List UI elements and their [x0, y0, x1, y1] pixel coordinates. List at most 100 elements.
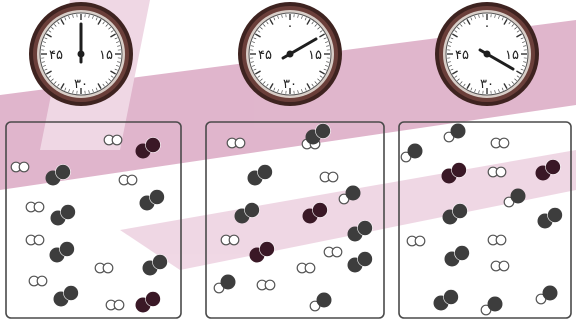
dark-atom	[444, 290, 459, 305]
light-atom	[127, 175, 137, 185]
light-pair-particle	[29, 276, 47, 286]
dark-atom	[358, 221, 373, 236]
dark-atom	[56, 165, 71, 180]
light-pair-particle	[324, 247, 342, 257]
light-pair-particle	[106, 300, 124, 310]
clock-hub	[78, 51, 85, 58]
clock-label-left: ۴۵	[258, 48, 272, 63]
clock-label-bottom: ۳۰	[283, 77, 297, 92]
mixed-pair-particle	[310, 293, 331, 311]
light-pair-particle	[407, 236, 425, 246]
dark-atom	[548, 208, 563, 223]
dark-atom	[150, 190, 165, 205]
dark-atom	[153, 255, 168, 270]
dark-atom	[61, 205, 76, 220]
clock-label-right: ۱۵	[505, 48, 519, 63]
dark-atom	[260, 242, 275, 257]
light-pair-particle	[257, 280, 275, 290]
light-atom	[34, 202, 44, 212]
dark-atom	[317, 293, 332, 308]
dark-atom	[60, 242, 75, 257]
light-atom	[235, 138, 245, 148]
light-pair-particle	[26, 202, 44, 212]
dark-pair-particle	[445, 246, 470, 267]
mixed-pair-particle	[481, 297, 502, 315]
dark-atom	[511, 189, 526, 204]
dark-atom	[453, 204, 468, 219]
light-atom	[415, 236, 425, 246]
clock-hub	[484, 51, 491, 58]
clock-label-left: ۴۵	[49, 48, 63, 63]
mixed-pair-particle	[401, 144, 422, 162]
dark-atom	[316, 124, 331, 139]
light-pair-particle	[26, 235, 44, 245]
dark-pair-particle	[136, 292, 161, 313]
dark-pair-particle	[348, 252, 373, 273]
mixed-pair-particle	[444, 124, 465, 142]
clock-label-left: ۴۵	[455, 48, 469, 63]
dark-atom	[543, 286, 558, 301]
light-atom	[332, 247, 342, 257]
light-pair-particle	[320, 172, 338, 182]
clock-label-right: ۱۵	[308, 48, 322, 63]
light-atom	[265, 280, 275, 290]
dark-atom	[346, 186, 361, 201]
dark-atom	[313, 203, 328, 218]
light-pair-particle	[119, 175, 137, 185]
watermark-band-lower	[120, 150, 576, 270]
light-atom	[34, 235, 44, 245]
light-atom	[19, 162, 29, 172]
light-atom	[499, 138, 509, 148]
light-pair-particle	[104, 135, 122, 145]
dark-pair-particle	[51, 205, 76, 226]
light-pair-particle	[297, 263, 315, 273]
clock-label-right: ۱۵	[99, 48, 113, 63]
light-atom	[496, 235, 506, 245]
light-pair-particle	[221, 235, 239, 245]
dark-atom	[488, 297, 503, 312]
dark-pair-particle	[248, 165, 273, 186]
clock-label-top: ۰	[287, 19, 294, 34]
dark-atom	[358, 252, 373, 267]
mixed-pair-particle	[536, 286, 557, 304]
dark-atom	[258, 165, 273, 180]
clock-hub	[287, 51, 294, 58]
dark-atom	[455, 246, 470, 261]
light-pair-particle	[11, 162, 29, 172]
clocks: ۰۱۵۳۰۴۵۰۱۵۳۰۴۵۰۱۵۳۰۴۵	[29, 2, 539, 106]
light-atom	[37, 276, 47, 286]
clock-label-bottom: ۳۰	[74, 77, 88, 92]
light-pair-particle	[488, 167, 506, 177]
light-atom	[112, 135, 122, 145]
light-atom	[229, 235, 239, 245]
dark-pair-particle	[140, 190, 165, 211]
dark-atom	[146, 292, 161, 307]
light-atom	[114, 300, 124, 310]
dark-pair-particle	[143, 255, 168, 276]
clock-3: ۰ ۱۵ ۳۰ ۴۵	[435, 2, 539, 106]
dark-pair-particle	[538, 208, 563, 229]
dark-atom	[451, 124, 466, 139]
clock-label-bottom: ۳۰	[480, 77, 494, 92]
dark-pair-particle	[54, 286, 79, 307]
dark-atom	[546, 160, 561, 175]
light-atom	[305, 263, 315, 273]
light-pair-particle	[491, 261, 509, 271]
light-pair-particle	[491, 138, 509, 148]
dark-pair-particle	[50, 242, 75, 263]
dark-atom	[452, 163, 467, 178]
dark-atom	[146, 138, 161, 153]
light-pair-particle	[95, 263, 113, 273]
dark-atom	[245, 203, 260, 218]
light-atom	[496, 167, 506, 177]
dark-atom	[408, 144, 423, 159]
clock-label-top: ۰	[484, 19, 491, 34]
light-pair-particle	[227, 138, 245, 148]
light-pair-particle	[488, 235, 506, 245]
clock-2: ۰ ۱۵ ۳۰ ۴۵	[238, 2, 342, 106]
mixed-pair-particle	[214, 275, 235, 293]
dark-atom	[221, 275, 236, 290]
light-atom	[103, 263, 113, 273]
